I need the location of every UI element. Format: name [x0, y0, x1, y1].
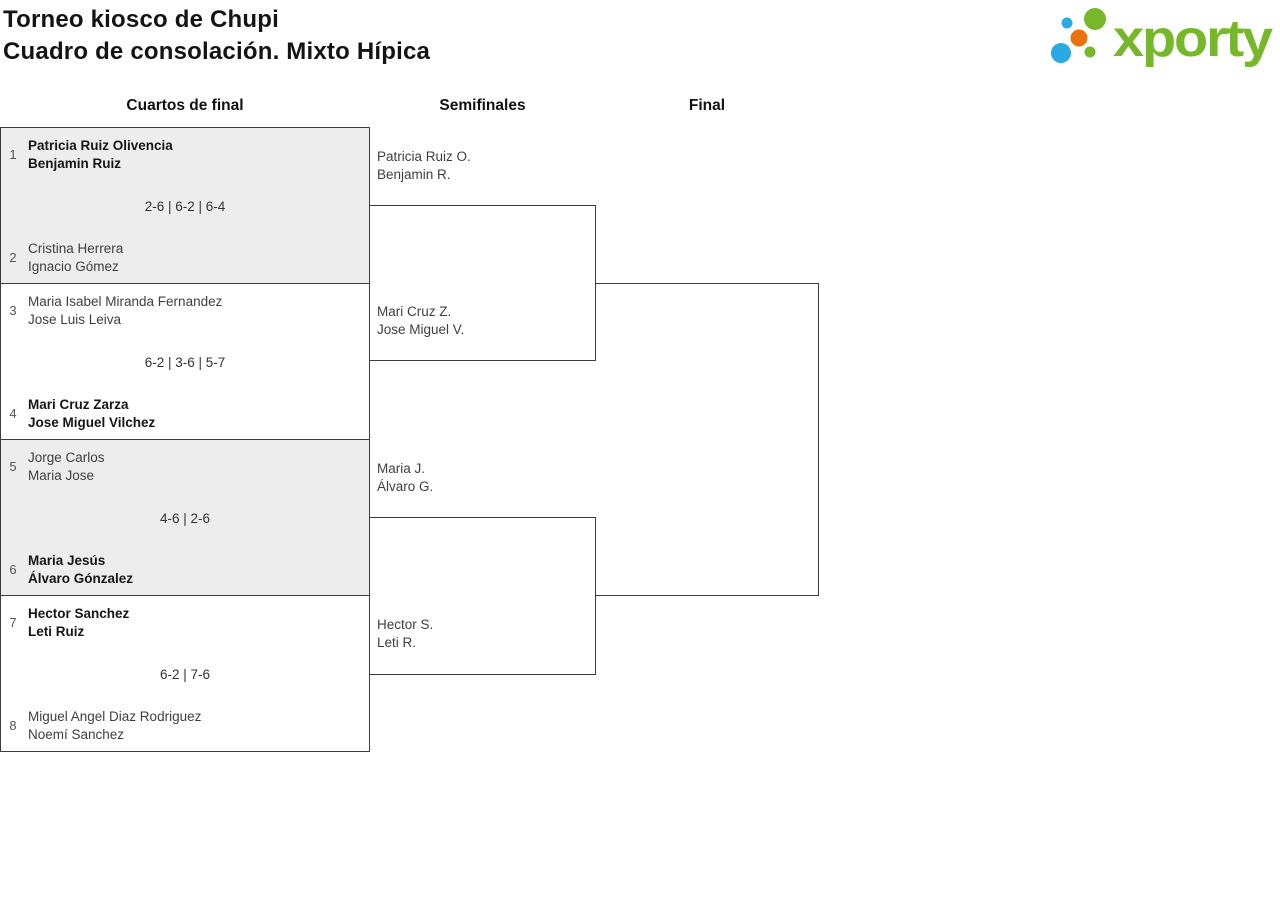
qf-match-1[interactable]: 1 Patricia Ruiz Olivencia Benjamin Ruiz …: [0, 127, 370, 284]
qf-match-2[interactable]: 3 Maria Isabel Miranda Fernandez Jose Lu…: [0, 283, 370, 440]
player-name: Jose Miguel V.: [377, 322, 465, 337]
match-score: 6-2 | 7-6: [159, 667, 211, 682]
player-name: Leti Ruiz: [28, 624, 85, 639]
seed-number: 4: [9, 406, 17, 421]
player-name: Jorge Carlos: [28, 450, 105, 465]
player-name: Álvaro Gónzalez: [28, 571, 134, 586]
player-name: Álvaro G.: [377, 479, 434, 494]
seed-number: 5: [9, 459, 17, 474]
team-pair: Jorge Carlos Maria Jose: [28, 449, 363, 485]
seed-number: 8: [9, 718, 17, 733]
logo-dot-blue-small: [1061, 17, 1073, 29]
quarterfinals-column: 1 Patricia Ruiz Olivencia Benjamin Ruiz …: [0, 127, 370, 752]
round-header-semifinals: Semifinales: [439, 97, 526, 114]
player-name: Maria J.: [377, 461, 426, 476]
page-title: Torneo kiosco de Chupi Cuadro de consola…: [3, 4, 430, 68]
match-score: 4-6 | 2-6: [159, 511, 211, 526]
team-pair: Maria Isabel Miranda Fernandez Jose Luis…: [28, 293, 363, 329]
team-pair: Patricia Ruiz Olivencia Benjamin Ruiz: [28, 137, 363, 173]
player-name: Patricia Ruiz Olivencia: [28, 138, 173, 153]
player-name: Maria Isabel Miranda Fernandez: [28, 294, 223, 309]
seed-number: 2: [9, 250, 17, 265]
player-name: Patricia Ruiz O.: [377, 149, 471, 164]
sf2-team-top: Maria J. Álvaro G.: [377, 460, 433, 496]
round-header-quarterfinals: Cuartos de final: [126, 97, 244, 114]
player-name: Mari Cruz Z.: [377, 304, 452, 319]
player-name: Hector Sanchez: [28, 606, 130, 621]
sf1-team-top: Patricia Ruiz O. Benjamin R.: [377, 148, 471, 184]
sf1-team-bottom: Mari Cruz Z. Jose Miguel V.: [377, 303, 464, 339]
team-pair: Mari Cruz Zarza Jose Miguel Vilchez: [28, 396, 363, 432]
team-pair: Miguel Angel Diaz Rodriguez Noemí Sanche…: [28, 708, 363, 744]
qf-match-3[interactable]: 5 Jorge Carlos Maria Jose 4-6 | 2-6 6 Ma…: [0, 439, 370, 596]
seed-number: 1: [9, 147, 17, 162]
player-name: Noemí Sanchez: [28, 727, 125, 742]
logo-wordmark: xporty: [1113, 10, 1273, 68]
final-match-box[interactable]: [595, 283, 819, 596]
player-name: Benjamin Ruiz: [28, 156, 122, 171]
seed-number: 6: [9, 562, 17, 577]
team-pair: Cristina Herrera Ignacio Gómez: [28, 240, 363, 276]
logo-dot-orange: [1070, 29, 1088, 47]
player-name: Hector S.: [377, 617, 434, 632]
logo-dot-green-small: [1084, 46, 1096, 58]
player-name: Maria Jose: [28, 468, 95, 483]
match-score: 6-2 | 3-6 | 5-7: [144, 355, 226, 370]
logo-dot-green-large: [1084, 8, 1106, 30]
round-header-final: Final: [688, 97, 726, 114]
player-name: Maria Jesús: [28, 553, 106, 568]
tournament-name: Torneo kiosco de Chupi: [3, 6, 279, 33]
sf2-team-bottom: Hector S. Leti R.: [377, 616, 433, 652]
match-score: 2-6 | 6-2 | 6-4: [144, 199, 226, 214]
player-name: Cristina Herrera: [28, 241, 124, 256]
player-name: Mari Cruz Zarza: [28, 397, 129, 412]
player-name: Jose Luis Leiva: [28, 312, 122, 327]
player-name: Benjamin R.: [377, 167, 451, 182]
player-name: Ignacio Gómez: [28, 259, 119, 274]
logo-dot-blue-large: [1051, 43, 1071, 63]
bracket-subtitle: Cuadro de consolación. Mixto Hípica: [3, 38, 431, 65]
team-pair: Maria Jesús Álvaro Gónzalez: [28, 552, 363, 588]
sf-match-2-box[interactable]: [369, 517, 596, 675]
player-name: Leti R.: [377, 635, 417, 650]
player-name: Miguel Angel Diaz Rodriguez: [28, 709, 202, 724]
xporty-logo[interactable]: xporty: [1048, 2, 1276, 70]
player-name: Jose Miguel Vilchez: [28, 415, 156, 430]
team-pair: Hector Sanchez Leti Ruiz: [28, 605, 363, 641]
seed-number: 3: [9, 303, 17, 318]
seed-number: 7: [9, 615, 17, 630]
qf-match-4[interactable]: 7 Hector Sanchez Leti Ruiz 6-2 | 7-6 8 M…: [0, 595, 370, 752]
